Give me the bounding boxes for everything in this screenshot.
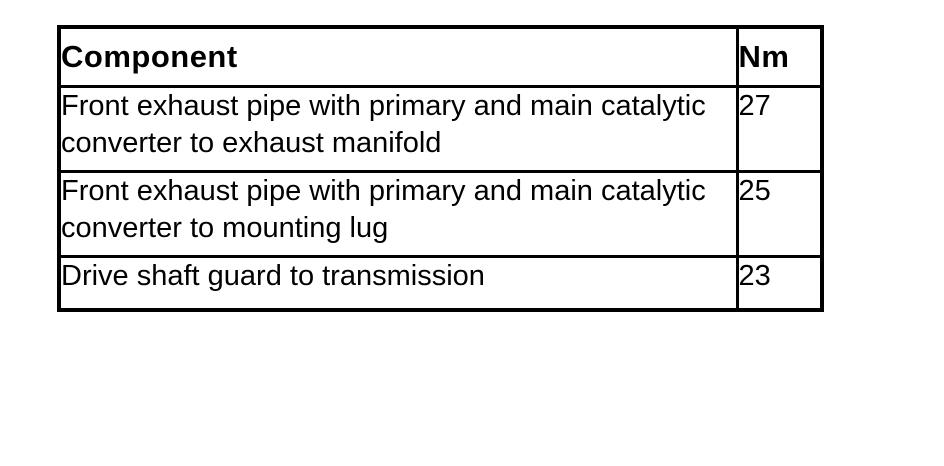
table-row: Front exhaust pipe with primary and main… — [57, 85, 824, 173]
column-header-component: Component — [57, 25, 739, 88]
table-row: Drive shaft guard to transmission 23 — [57, 255, 824, 312]
torque-value-cell: 27 — [735, 85, 824, 173]
component-cell: Front exhaust pipe with primary and main… — [57, 85, 739, 173]
column-header-nm: Nm — [735, 25, 824, 88]
torque-spec-table-container: Component Nm Front exhaust pipe with pri… — [57, 25, 824, 312]
table-header-row: Component Nm — [57, 25, 824, 88]
component-cell: Front exhaust pipe with primary and main… — [57, 170, 739, 258]
table-row: Front exhaust pipe with primary and main… — [57, 170, 824, 258]
torque-value-cell: 23 — [735, 255, 824, 312]
torque-spec-table: Component Nm Front exhaust pipe with pri… — [57, 25, 824, 312]
component-cell: Drive shaft guard to transmission — [57, 255, 739, 312]
torque-value-cell: 25 — [735, 170, 824, 258]
